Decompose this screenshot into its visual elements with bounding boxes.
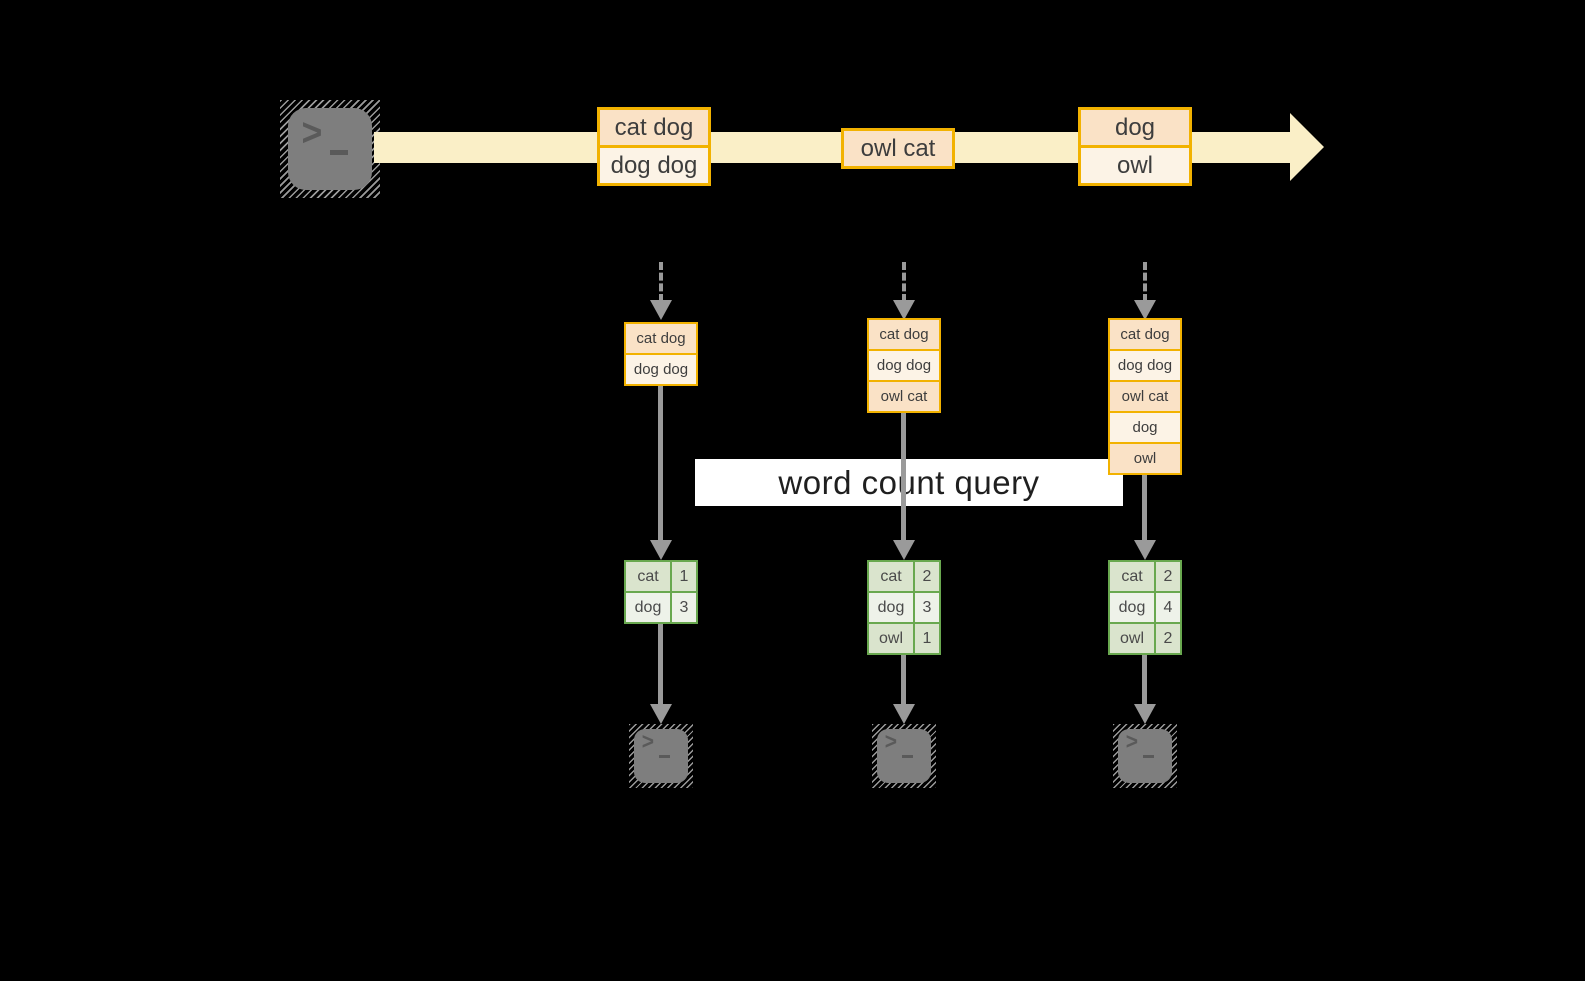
state-line: dog dog xyxy=(1110,351,1180,380)
prompt-cursor-icon xyxy=(1143,755,1154,758)
dashed-arrow-head-icon xyxy=(893,300,915,320)
terminal-screen: > xyxy=(877,729,931,783)
terminal-icon: > xyxy=(1113,724,1177,788)
dashed-arrow-head-icon xyxy=(650,300,672,320)
prompt-chevron-icon: > xyxy=(884,729,897,755)
word-cell: dog xyxy=(869,593,913,622)
output-arrow-head-icon xyxy=(893,704,915,724)
word-cell: cat xyxy=(1110,562,1154,591)
word-cell: cat xyxy=(869,562,913,591)
query-arrow-head-icon xyxy=(893,540,915,560)
count-cell: 2 xyxy=(915,562,939,591)
dashed-arrow-head-icon xyxy=(1134,300,1156,320)
count-cell: 4 xyxy=(1156,593,1180,622)
prompt-chevron-icon: > xyxy=(1125,729,1138,755)
terminal-icon: > xyxy=(629,724,693,788)
state-line: dog dog xyxy=(869,351,939,380)
count-cell: 1 xyxy=(672,562,696,591)
count-cell: 2 xyxy=(1156,624,1180,653)
table-row: owl 2 xyxy=(1110,624,1180,653)
table-row: cat 1 xyxy=(626,562,696,591)
table-row: dog 3 xyxy=(626,593,696,622)
output-arrow xyxy=(658,624,663,704)
state-line: cat dog xyxy=(626,324,696,353)
state-line: dog xyxy=(1110,413,1180,442)
prompt-chevron-icon: > xyxy=(641,729,654,755)
batch-line: owl xyxy=(1081,148,1189,183)
microbatch-state-2: cat dog dog dog owl cat xyxy=(867,318,941,413)
prompt-cursor-icon xyxy=(902,755,913,758)
query-arrow xyxy=(901,412,906,540)
table-row: dog 4 xyxy=(1110,593,1180,622)
batch-line: dog xyxy=(1081,110,1189,145)
table-row: owl 1 xyxy=(869,624,939,653)
output-arrow xyxy=(1142,655,1147,704)
batch-line: dog dog xyxy=(600,148,708,183)
terminal-icon: > xyxy=(280,100,380,198)
output-arrow-head-icon xyxy=(650,704,672,724)
stream-batch-2: owl cat xyxy=(841,128,955,169)
table-row: cat 2 xyxy=(1110,562,1180,591)
state-line: cat dog xyxy=(869,320,939,349)
query-arrow xyxy=(658,386,663,540)
batch-line: cat dog xyxy=(600,110,708,145)
state-line: owl cat xyxy=(1110,382,1180,411)
prompt-cursor-icon xyxy=(330,150,348,155)
output-arrow xyxy=(901,655,906,704)
state-line: cat dog xyxy=(1110,320,1180,349)
dashed-arrow xyxy=(1143,262,1147,302)
word-cell: owl xyxy=(869,624,913,653)
output-arrow-head-icon xyxy=(1134,704,1156,724)
count-cell: 3 xyxy=(672,593,696,622)
query-arrow xyxy=(1142,474,1147,540)
query-arrow-head-icon xyxy=(1134,540,1156,560)
word-cell: cat xyxy=(626,562,670,591)
microbatch-state-3: cat dog dog dog owl cat dog owl xyxy=(1108,318,1182,475)
prompt-cursor-icon xyxy=(659,755,670,758)
count-cell: 1 xyxy=(915,624,939,653)
wordcount-table-2: cat 2 dog 3 owl 1 xyxy=(867,560,941,655)
microbatch-state-1: cat dog dog dog xyxy=(624,322,698,386)
query-label: word count query xyxy=(695,459,1123,506)
terminal-screen: > xyxy=(634,729,688,783)
stream-batch-3: dog owl xyxy=(1078,107,1192,186)
batch-line: owl cat xyxy=(844,131,952,166)
stream-batch-1: cat dog dog dog xyxy=(597,107,711,186)
stream-arrow-head-icon xyxy=(1290,113,1324,181)
table-row: cat 2 xyxy=(869,562,939,591)
query-arrow-head-icon xyxy=(650,540,672,560)
word-cell: dog xyxy=(1110,593,1154,622)
table-row: dog 3 xyxy=(869,593,939,622)
state-line: owl xyxy=(1110,444,1180,473)
count-cell: 3 xyxy=(915,593,939,622)
dashed-arrow xyxy=(902,262,906,302)
word-cell: owl xyxy=(1110,624,1154,653)
terminal-screen: > xyxy=(1118,729,1172,783)
word-cell: dog xyxy=(626,593,670,622)
wordcount-table-3: cat 2 dog 4 owl 2 xyxy=(1108,560,1182,655)
wordcount-table-1: cat 1 dog 3 xyxy=(624,560,698,624)
terminal-icon: > xyxy=(872,724,936,788)
terminal-screen: > xyxy=(288,108,372,190)
state-line: owl cat xyxy=(869,382,939,411)
count-cell: 2 xyxy=(1156,562,1180,591)
dashed-arrow xyxy=(659,262,663,302)
state-line: dog dog xyxy=(626,355,696,384)
prompt-chevron-icon: > xyxy=(301,111,323,155)
